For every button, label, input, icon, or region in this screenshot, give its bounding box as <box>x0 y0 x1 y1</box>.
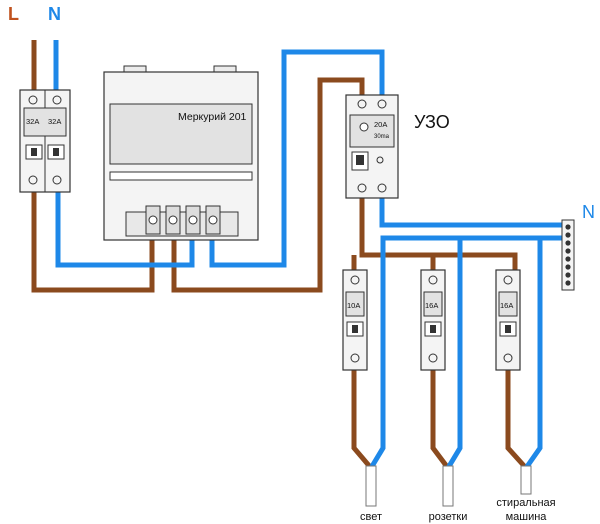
circuit-breaker-2: 16A <box>420 269 446 371</box>
main-breaker: 32A 32A <box>19 89 71 193</box>
neutral-top-label: N <box>48 4 61 24</box>
meter-model: Меркурий 201 <box>178 111 247 123</box>
circuit-2-label: розетки <box>429 511 468 523</box>
line-wire-breaker-to-meter <box>31 192 155 293</box>
line-wire-meter-to-rcd <box>171 77 365 293</box>
main-breaker-rating-left: 32A <box>26 117 39 126</box>
circuit-breaker-1: 10A <box>342 269 368 371</box>
cable-ends <box>365 465 532 507</box>
rcd-device: 20A 30ma <box>345 94 399 199</box>
electricity-meter: Меркурий 201 <box>103 65 259 241</box>
line-wire-out-3 <box>505 370 528 470</box>
rcd-label: УЗО <box>414 112 450 132</box>
neutral-wire-branch-2 <box>445 238 463 470</box>
line-wire-rcd-to-bus <box>359 198 518 270</box>
meter-terminals <box>145 205 221 235</box>
circuit-3-rating: 16A <box>500 301 513 310</box>
circuit-3-label-line1: стиральная <box>496 497 555 509</box>
main-breaker-rating-right: 32A <box>48 117 61 126</box>
circuit-breaker-3: 16A <box>495 269 521 371</box>
circuit-1-label: свет <box>360 511 382 523</box>
neutral-wire-branch-3 <box>523 238 543 470</box>
neutral-wire-branch <box>368 235 568 470</box>
line-wire-out-1 <box>351 370 373 470</box>
rcd-leakage: 30ma <box>374 134 390 140</box>
neutral-wire-meter-to-rcd <box>209 49 385 268</box>
blue-wires <box>53 40 568 470</box>
rcd-rating: 20A <box>374 120 387 129</box>
line-wire-out-2 <box>430 370 450 470</box>
neutral-bus <box>561 219 575 291</box>
neutral-wire-rcd-to-bus <box>379 198 568 228</box>
circuit-2-rating: 16A <box>425 301 438 310</box>
neutral-wire-breaker-to-meter <box>55 192 195 268</box>
circuit-3-label-line2: машина <box>506 511 548 523</box>
neutral-bus-label: N <box>582 202 595 222</box>
brown-wires <box>31 40 528 470</box>
line-label: L <box>8 4 19 24</box>
circuit-1-rating: 10A <box>347 301 360 310</box>
